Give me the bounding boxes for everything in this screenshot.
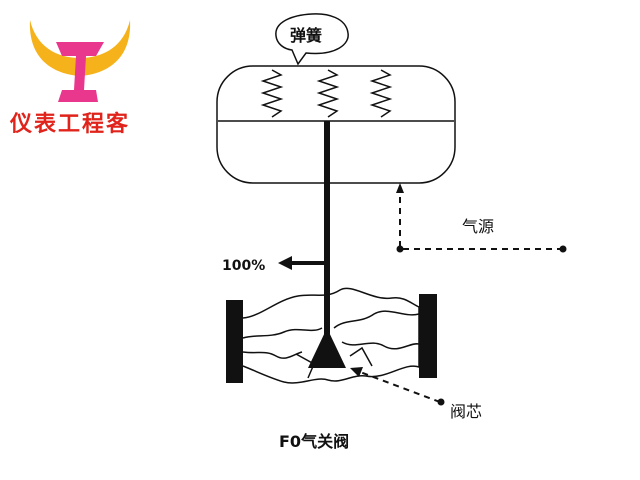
spring-label: 弹簧	[290, 26, 323, 45]
logo-letter-i	[56, 42, 104, 102]
diagram-title: F0气关阀	[279, 432, 350, 451]
actuator-housing	[216, 65, 456, 184]
valve-flange-left	[226, 300, 243, 383]
stroke-percent-label: 100%	[222, 258, 266, 274]
logo-mark	[29, 20, 131, 102]
spring-coil-right	[369, 69, 393, 118]
air-source-arrowhead	[396, 183, 404, 193]
valve-core-pointer-node	[437, 398, 445, 406]
valve-plug	[308, 328, 346, 368]
spring-callout-bubble	[275, 13, 349, 66]
valve-inner-wall-lower-right	[341, 341, 420, 350]
valve-core-label: 阀芯	[450, 402, 483, 421]
valve-inner-wall-upper-right	[333, 310, 420, 329]
air-source-label: 气源	[462, 217, 495, 236]
spring-coil-left	[260, 69, 284, 118]
valve-internal-walls	[242, 310, 420, 379]
air-source-node-right	[559, 245, 567, 253]
air-source-node-corner	[396, 245, 404, 253]
valve-flange-right	[419, 294, 437, 378]
valve-core-pointer-arrowhead	[350, 367, 363, 377]
air-source-line	[399, 195, 563, 250]
air-source-path	[399, 195, 563, 250]
valve-core-pointer-line	[359, 371, 441, 403]
position-indicator-arrowhead	[278, 256, 292, 270]
valve-inner-wall-upper-left	[242, 327, 323, 339]
logo-horns	[29, 20, 131, 76]
springs	[260, 69, 393, 118]
logo-text: 仪表工程客	[10, 112, 131, 137]
spring-coil-middle	[316, 69, 340, 118]
valve-inner-wall-lower-left	[242, 351, 303, 359]
valve-seat-right	[349, 346, 373, 367]
valve-body-outline	[242, 287, 420, 384]
